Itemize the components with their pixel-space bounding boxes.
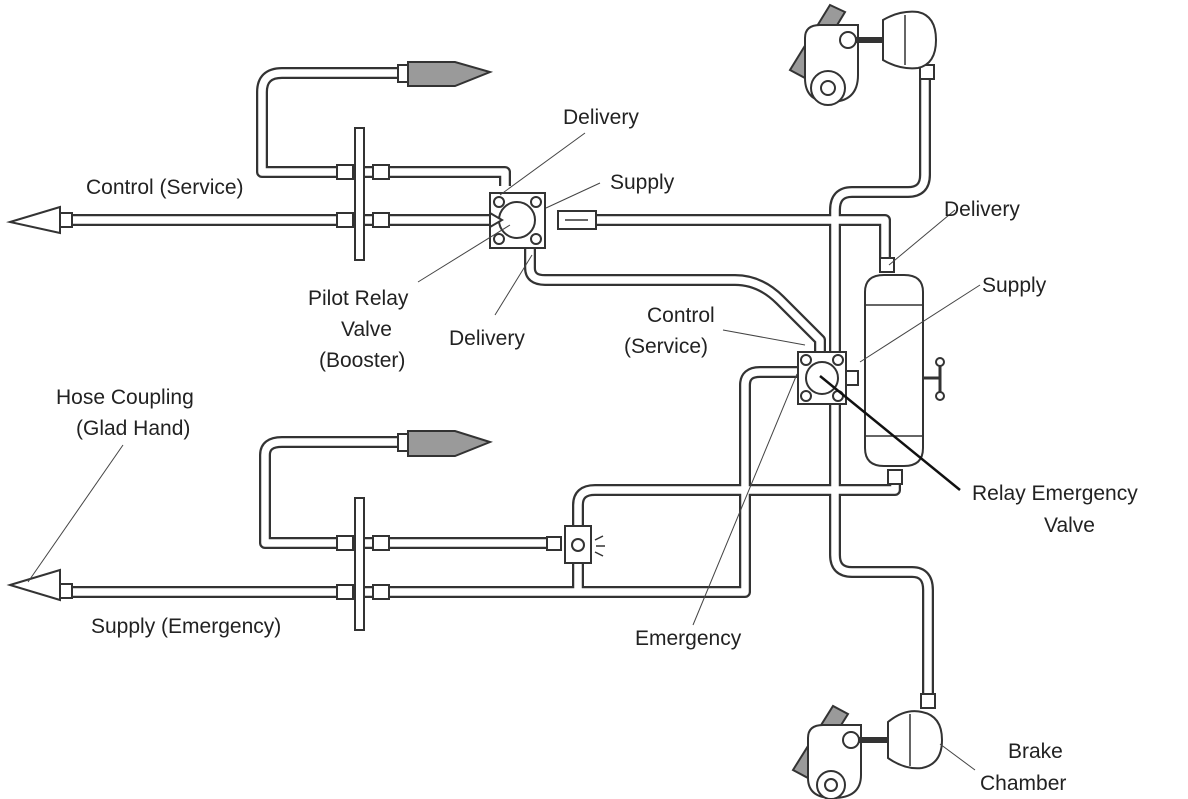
- label-delivery-right: Delivery: [944, 198, 1020, 221]
- label-brake-chamber-1: Brake: [1008, 740, 1063, 763]
- label-control-service-mid-2: (Service): [624, 335, 708, 358]
- glad-hand-couplings: [6, 205, 73, 602]
- inline-filter: [557, 210, 597, 230]
- lower-brake-chamber: [791, 704, 944, 799]
- label-delivery-top: Delivery: [563, 106, 639, 129]
- label-relay-emergency-2: Valve: [1044, 514, 1095, 537]
- label-brake-chamber-2: Chamber: [980, 772, 1066, 795]
- pilot-relay-valve: [489, 192, 546, 249]
- labels: Delivery Control (Service) Supply Pilot …: [56, 106, 1138, 795]
- relay-emergency-valve: [797, 351, 859, 405]
- label-pilot-relay-1: Pilot Relay: [308, 287, 409, 310]
- label-emergency: Emergency: [635, 627, 742, 650]
- label-relay-emergency-1: Relay Emergency: [972, 482, 1138, 505]
- dummy-couplings: [397, 61, 494, 457]
- label-supply-emergency: Supply (Emergency): [91, 615, 281, 638]
- upper-brake-chamber: [788, 3, 938, 106]
- leader-lines: [27, 132, 981, 771]
- label-delivery-mid: Delivery: [449, 327, 525, 350]
- label-hose-coupling-1: Hose Coupling: [56, 386, 194, 409]
- label-supply-top: Supply: [610, 171, 675, 194]
- air-reservoir: [864, 274, 945, 467]
- label-pilot-relay-3: (Booster): [319, 349, 405, 372]
- tee-valve: [564, 525, 605, 564]
- label-control-service-mid-1: Control: [647, 304, 715, 327]
- label-control-service-left: Control (Service): [86, 176, 244, 199]
- bulkhead-plates: [354, 127, 365, 631]
- label-pilot-relay-2: Valve: [341, 318, 392, 341]
- label-supply-right: Supply: [982, 274, 1047, 297]
- fittings: [336, 64, 936, 709]
- label-hose-coupling-2: (Glad Hand): [76, 417, 190, 440]
